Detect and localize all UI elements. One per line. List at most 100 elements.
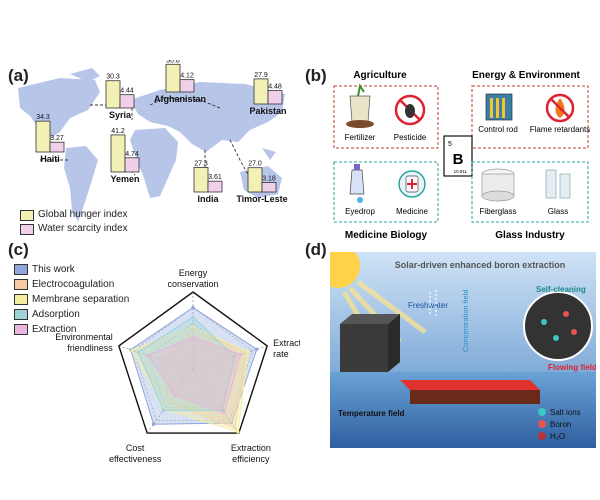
- eyedrop-label: Eyedrop: [345, 207, 375, 216]
- medicine-title: Medicine Biology: [345, 230, 428, 241]
- zoom-circle: [523, 291, 593, 361]
- hunger-bar: [193, 167, 209, 193]
- water-bar: [261, 182, 277, 193]
- radar-series-point: [220, 408, 224, 412]
- radar-legend-swatch: [14, 294, 28, 305]
- radar-series-point: [158, 357, 162, 361]
- medicine-box: [333, 161, 439, 223]
- radar-series-point: [130, 348, 134, 352]
- pesticide-label: Pesticide: [394, 133, 427, 142]
- radar-grid-ring: [117, 291, 269, 434]
- radar-series-point: [173, 393, 177, 397]
- hunger-value: 30.3: [106, 74, 120, 81]
- radar-axis-line: [192, 345, 268, 371]
- country-name: Afghanistan: [154, 94, 206, 104]
- particle-legend-item: H₂O: [538, 432, 565, 441]
- panel-d-label: (d): [305, 240, 327, 259]
- radar-series-point: [191, 324, 195, 328]
- panel-d-figure: Solar-driven enhanced boron extraction F…: [330, 252, 596, 448]
- water-bar: [119, 94, 135, 109]
- radar-series-point: [229, 421, 234, 425]
- energy-title: Energy & Environment: [472, 70, 580, 81]
- boron-element-box: [443, 135, 473, 177]
- legend-swatch-hunger: [20, 209, 34, 221]
- flame-retardant-icon: [545, 93, 575, 123]
- water-value: 3.61: [208, 174, 222, 181]
- radar-legend-swatch: [14, 264, 28, 275]
- hunger-bar: [247, 167, 263, 193]
- boron-mass: 10.811: [454, 169, 468, 174]
- radar-legend-item: Adsorption: [14, 307, 129, 322]
- hunger-bar: [110, 134, 126, 173]
- water-bar: [207, 180, 223, 193]
- radar-legend-swatch: [14, 279, 28, 290]
- radar-axis-label: Extractionrate: [273, 338, 300, 359]
- water-bar: [49, 141, 65, 153]
- world-map: [18, 68, 285, 222]
- hunger-value: 30.8: [166, 60, 180, 64]
- radar-chart: EnergyconservationExtractionrateExtracti…: [55, 268, 300, 464]
- radar-series-point: [162, 408, 166, 412]
- particle-legend-label: Salt ions: [550, 408, 581, 417]
- water-value: 3.18: [262, 175, 276, 182]
- fertilizer-icon: [346, 83, 374, 128]
- radar-series-point: [191, 327, 195, 332]
- flame-retardants-label: Flame retardants: [530, 125, 590, 134]
- radar-series-point: [146, 353, 151, 358]
- radar-series-point: [136, 350, 140, 354]
- boron-symbol: B: [453, 151, 464, 168]
- radar-legend-item: Extraction: [14, 322, 129, 337]
- hunger-value: 34.3: [36, 114, 50, 121]
- water-value: 3.27: [50, 135, 64, 142]
- hunger-bar: [105, 80, 121, 109]
- radar-legend-swatch: [14, 309, 28, 320]
- panel-a-legend: Global hunger index Water scarcity index: [20, 208, 128, 236]
- radar-series-area: [131, 325, 249, 433]
- flowing-field-label: Flowing field: [548, 363, 596, 372]
- radar-series-point: [191, 335, 195, 339]
- temperature-field-label: Temperature field: [338, 409, 405, 418]
- particle-legend-label: H₂O: [550, 432, 565, 441]
- legend-water-label: Water scarcity index: [38, 223, 128, 234]
- country-name: Timor-Leste: [236, 194, 287, 204]
- pesticide-icon: [394, 94, 426, 126]
- legend-water: Water scarcity index: [20, 222, 128, 236]
- particle-legend-swatch: [538, 432, 546, 440]
- particle-legend-swatch: [538, 408, 546, 416]
- panel-a-label: (a): [8, 66, 29, 85]
- radar-legend-label: This work: [32, 264, 75, 275]
- country-name: Pakistan: [249, 106, 286, 116]
- hunger-value: 27.3: [194, 160, 208, 167]
- radar-series-point: [232, 354, 237, 359]
- radar-series-point: [238, 352, 243, 357]
- radar-grid-ring: [133, 307, 253, 421]
- radar-legend-swatch: [14, 324, 28, 335]
- agriculture-title: Agriculture: [353, 70, 407, 81]
- fertilizer-label: Fertilizer: [345, 133, 376, 142]
- radar-series-point: [191, 306, 195, 310]
- water-bar: [179, 79, 195, 93]
- country-name: Syria: [109, 110, 132, 120]
- water-value: 4.44: [120, 88, 134, 95]
- radar-legend-label: Membrane separation: [32, 294, 130, 305]
- radar-legend-label: Adsorption: [32, 309, 80, 320]
- glass-label: Glass: [548, 207, 568, 216]
- panel-b-label: (b): [305, 66, 327, 85]
- water-bar: [267, 90, 283, 105]
- control-rod-icon: [485, 93, 513, 121]
- legend-hunger: Global hunger index: [20, 208, 128, 222]
- particle-legend-item: Salt ions: [538, 408, 581, 417]
- radar-series-point: [151, 422, 156, 426]
- hunger-value: 41.2: [111, 128, 125, 135]
- water-value: 4.74: [125, 151, 139, 158]
- country-name: India: [197, 194, 219, 204]
- radar-series-point: [222, 411, 226, 415]
